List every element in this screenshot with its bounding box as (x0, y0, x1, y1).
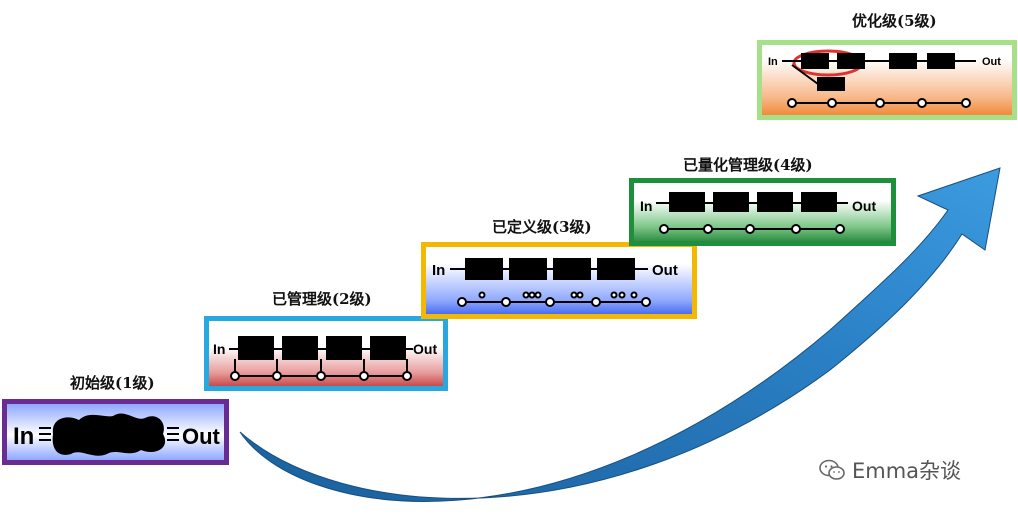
level-1-arrows-out (167, 427, 179, 441)
level-1-title: 初始级(1级) (70, 374, 155, 392)
level-1-out-label: Out (182, 424, 221, 449)
level-1-chaos-blob (52, 413, 166, 456)
level-3-title: 已定义级(3级) (492, 218, 592, 236)
level-3-in-label: In (432, 262, 445, 279)
level-1-in-label: In (13, 423, 34, 450)
wechat-icon (819, 459, 845, 480)
level-4-in-label: In (640, 198, 652, 214)
level-4-title: 已量化管理级(4级) (683, 156, 813, 174)
level-3-process-chain (450, 258, 648, 280)
level-3-out-label: Out (652, 262, 678, 279)
level-3-control-line (457, 291, 651, 307)
level-2-in-label: In (213, 341, 225, 357)
level-4-box: In Out (629, 178, 896, 246)
level-1-box: In Out (2, 399, 229, 465)
level-1-arrows-in (39, 427, 51, 441)
level-5-process-chain (782, 53, 976, 91)
level-4-process-chain (656, 192, 848, 212)
level-5-in-label: In (768, 56, 778, 68)
level-2-control-line (230, 359, 412, 381)
level-5-box: In Out (757, 40, 1017, 120)
watermark-text: Emma杂谈 (852, 459, 962, 483)
level-5-control-line (787, 98, 971, 108)
level-3-box: In Out (421, 242, 697, 319)
watermark: Emma杂谈 (818, 455, 961, 485)
level-2-out-label: Out (413, 341, 437, 357)
level-5-out-label: Out (982, 56, 1001, 68)
level-4-out-label: Out (852, 198, 876, 214)
level-2-process-chain (229, 336, 413, 360)
level-5-title: 优化级(5级) (852, 12, 937, 30)
level-2-title: 已管理级(2级) (272, 290, 372, 308)
level-2-box: In Out (204, 316, 448, 391)
level-4-control-line (659, 224, 845, 234)
